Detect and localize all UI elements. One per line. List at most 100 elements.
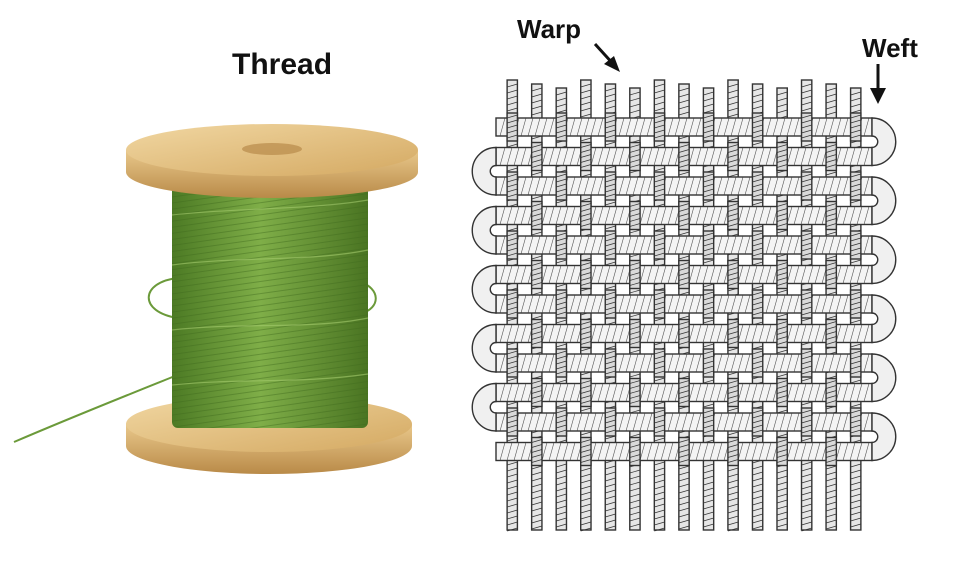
warp-over-segment: [555, 171, 568, 201]
warp-over-segment: [629, 141, 641, 172]
warp-over-segment: [604, 112, 617, 142]
warp-over-segment: [702, 112, 715, 142]
warp-over-segment: [776, 259, 788, 290]
spool-top-flange: [126, 124, 418, 198]
warp-over-segment: [800, 348, 813, 378]
warp-over-segment: [604, 230, 617, 260]
thread-spool: [13, 124, 418, 474]
warp-over-segment: [629, 377, 641, 408]
warp-over-segment: [629, 200, 641, 231]
warp-over-segment: [580, 436, 592, 467]
weft-loop: [871, 294, 897, 344]
warp-over-segment: [849, 289, 862, 319]
weft-arrow: [870, 64, 886, 104]
warp-arrow: [593, 42, 620, 72]
warp-over-segment: [629, 436, 641, 467]
warp-over-segment: [678, 200, 690, 231]
warp-over-segment: [580, 377, 592, 408]
warp-over-segment: [800, 230, 813, 260]
warp-over-segment: [506, 171, 519, 201]
warp-over-segment: [629, 259, 641, 290]
warp-over-segment: [530, 200, 543, 231]
warp-over-segment: [849, 407, 862, 437]
weft-loop: [871, 117, 897, 167]
warp-over-segment: [776, 200, 788, 231]
warp-over-segment: [530, 259, 543, 290]
warp-over-segment: [751, 407, 764, 437]
warp-over-segment: [751, 112, 764, 142]
warp-label: Warp: [517, 14, 582, 44]
warp-over-segment: [678, 436, 690, 467]
warp-over-segment: [825, 436, 838, 467]
warp-over-segment: [800, 171, 813, 201]
warp-over-segment: [727, 318, 739, 349]
warp-over-segment: [702, 289, 715, 319]
warp-over-segment: [727, 141, 739, 172]
warp-over-segment: [751, 348, 764, 378]
warp-over-segment: [580, 259, 592, 290]
warp-over-segment: [506, 348, 519, 378]
warp-over-segment: [776, 436, 788, 467]
warp-over-segment: [849, 112, 862, 142]
warp-over-segment: [530, 318, 543, 349]
weft-loop: [871, 412, 897, 462]
weft-label: Weft: [862, 33, 918, 63]
warp-over-segment: [604, 171, 617, 201]
warp-over-segment: [678, 377, 690, 408]
weft-loop: [871, 176, 897, 226]
warp-over-segment: [825, 318, 838, 349]
warp-over-segment: [555, 230, 568, 260]
warp-over-segment: [849, 230, 862, 260]
warp-over-segment: [506, 407, 519, 437]
warp-threads-front: [506, 112, 862, 467]
warp-over-segment: [653, 289, 666, 319]
spool-thread-wrap: [171, 172, 369, 428]
warp-over-segment: [849, 171, 862, 201]
warp-over-segment: [604, 407, 617, 437]
warp-over-segment: [580, 318, 592, 349]
warp-over-segment: [555, 348, 568, 378]
warp-over-segment: [751, 230, 764, 260]
weft-loop: [471, 264, 497, 314]
warp-over-segment: [555, 407, 568, 437]
warp-over-segment: [727, 200, 739, 231]
warp-over-segment: [653, 348, 666, 378]
warp-over-segment: [580, 200, 592, 231]
warp-over-segment: [530, 377, 543, 408]
warp-over-segment: [678, 259, 690, 290]
warp-over-segment: [776, 377, 788, 408]
warp-over-segment: [506, 112, 519, 142]
warp-over-segment: [653, 230, 666, 260]
warp-over-segment: [727, 377, 739, 408]
weft-loop: [871, 235, 897, 285]
warp-over-segment: [727, 436, 739, 467]
warp-over-segment: [555, 289, 568, 319]
warp-over-segment: [800, 289, 813, 319]
warp-over-segment: [506, 230, 519, 260]
warp-over-segment: [678, 318, 690, 349]
warp-over-segment: [702, 348, 715, 378]
warp-over-segment: [800, 407, 813, 437]
warp-over-segment: [604, 289, 617, 319]
weft-loop: [471, 323, 497, 373]
warp-over-segment: [604, 348, 617, 378]
warp-over-segment: [530, 436, 543, 467]
warp-over-segment: [702, 171, 715, 201]
warp-over-segment: [849, 348, 862, 378]
warp-over-segment: [825, 141, 838, 172]
warp-over-segment: [825, 259, 838, 290]
warp-over-segment: [506, 289, 519, 319]
warp-over-segment: [629, 318, 641, 349]
warp-over-segment: [653, 407, 666, 437]
warp-over-segment: [555, 112, 568, 142]
warp-over-segment: [653, 112, 666, 142]
warp-over-segment: [580, 141, 592, 172]
warp-over-segment: [727, 259, 739, 290]
thread-title: Thread: [232, 48, 333, 81]
weave-diagram: [471, 42, 897, 532]
warp-over-segment: [825, 377, 838, 408]
weft-loop: [471, 382, 497, 432]
warp-over-segment: [653, 171, 666, 201]
warp-over-segment: [678, 141, 690, 172]
weft-selvage-loops: [471, 117, 897, 462]
